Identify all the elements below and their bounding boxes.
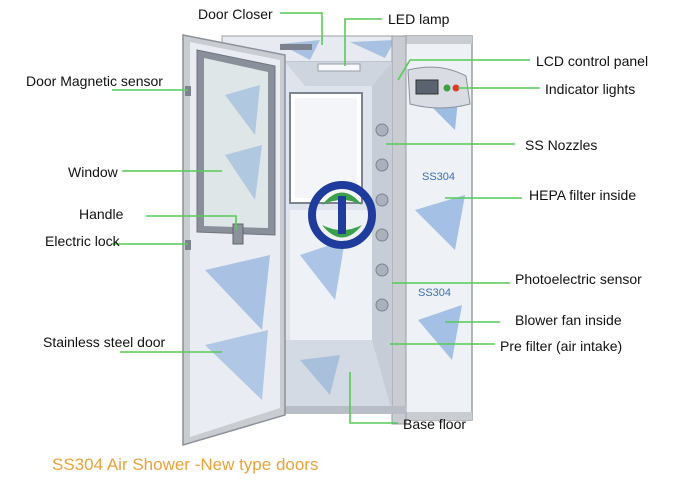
leader-line-lcd-control-panel [397,59,530,81]
label-ss-nozzles: SS Nozzles [525,137,598,153]
indicator-light-red [452,84,460,92]
label-photoelectric-sensor: Photoelectric sensor [515,271,642,287]
label-electric-lock: Electric lock [45,233,120,249]
label-stainless-steel-door: Stainless steel door [43,334,166,350]
control-box [407,66,471,109]
leader-lines [112,12,540,424]
label-door-magnetic-sensor: Door Magnetic sensor [26,73,163,89]
frame-pillar [391,35,407,425]
figure-caption: SS304 Air Shower -New type doors [52,455,319,474]
label-indicator-lights: Indicator lights [545,81,636,97]
label-led-lamp: LED lamp [388,11,450,27]
leader-line-handle [146,215,237,230]
stainless-steel-door [182,34,312,447]
panel-print-text: SS304 [418,287,451,299]
panel-print-text: SS304 [422,171,455,183]
indicator-light-green [443,84,451,92]
label-handle: Handle [79,206,124,222]
leader-line-led-lamp [344,18,382,66]
lcd-screen [415,79,439,95]
led-lamp [317,63,361,72]
nozzles [375,123,389,312]
interior-chamber [285,62,406,414]
door-window [204,58,268,228]
label-hepa-filter: HEPA filter inside [529,187,637,203]
label-blower-fan: Blower fan inside [515,312,622,328]
door-magnetic-sensor [185,86,191,96]
label-door-closer: Door Closer [198,6,273,22]
company-logo [308,181,376,249]
side-wall: SS304 SS304 [404,35,473,421]
leader-line-base-floor [349,372,398,424]
label-lcd-control-panel: LCD control panel [536,53,649,69]
label-base-floor: Base floor [403,416,467,432]
label-pre-filter: Pre filter (air intake) [500,338,623,354]
base-floor [285,340,392,412]
door-closer [280,44,312,50]
leader-line-door-closer [280,12,323,45]
label-window: Window [68,164,118,180]
door-handle [232,223,244,245]
electric-lock [185,240,191,250]
